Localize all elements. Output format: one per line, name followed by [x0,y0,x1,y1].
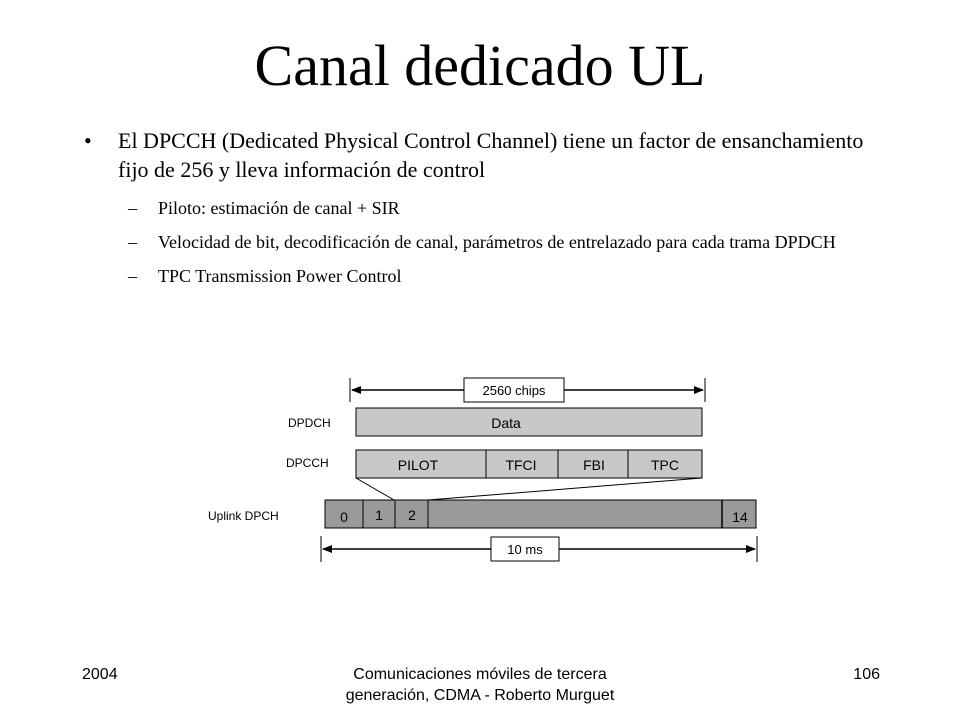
frame-length-label: 10 ms [507,542,543,557]
slot-number: 2 [408,507,416,523]
footer-page-number: 106 [853,666,880,683]
dpcch-pilot-label: PILOT [398,457,439,473]
slot-expansion-line-right [427,477,703,501]
slot-number: 1 [375,507,383,523]
dpdch-label: DPDCH [288,416,331,430]
dpcch-label: DPCCH [286,456,329,470]
sub-bullet-text: Velocidad de bit, decodificación de cana… [158,232,836,252]
sub-bullet-item: – Piloto: estimación de canal + SIR [84,196,864,220]
sub-bullet-text: TPC Transmission Power Control [158,266,402,286]
dpch-structure-diagram: 2560 chips DPDCH Data DPCCH PILOT TFCI F… [208,377,758,562]
dpcch-tpc-label: TPC [651,457,679,473]
slot-expansion-line-left [355,477,395,501]
dpcch-tpc-field [627,449,703,479]
dpdch-data-field [355,407,703,437]
slide-title: Canal dedicado UL [254,33,706,98]
bullet-mark: • [84,128,92,153]
footer-year: 2004 [82,666,118,683]
sub-bullet-mark: – [128,232,137,252]
slot-length-label: 2560 chips [483,383,546,398]
slot-length-label-box [463,377,565,403]
bullet-item: • El DPCCH (Dedicated Physical Control C… [84,126,864,184]
bullet-text: El DPCCH (Dedicated Physical Control Cha… [118,128,864,182]
dpcch-fbi-field [557,449,629,479]
uplink-frame [324,499,757,529]
dpdch-data-label: Data [491,415,521,431]
frame-length-label-box [490,536,560,562]
uplink-dpch-label: Uplink DPCH [208,509,279,523]
footer-course-title: Comunicaciones móviles de tercera genera… [345,666,615,704]
dpcch-pilot-field [355,449,487,479]
dpcch-tfci-label: TFCI [505,457,536,473]
dpcch-tfci-field [485,449,559,479]
dpcch-fbi-label: FBI [583,457,605,473]
sub-bullet-item: – Velocidad de bit, decodificación de ca… [84,230,864,254]
bullet-list: • El DPCCH (Dedicated Physical Control C… [84,126,864,298]
sub-bullet-mark: – [128,198,137,218]
sub-bullet-mark: – [128,266,137,286]
sub-bullet-item: – TPC Transmission Power Control [84,264,864,288]
slot-number: 14 [732,509,748,525]
slot-number: 0 [340,509,348,525]
sub-bullet-text: Piloto: estimación de canal + SIR [158,198,400,218]
